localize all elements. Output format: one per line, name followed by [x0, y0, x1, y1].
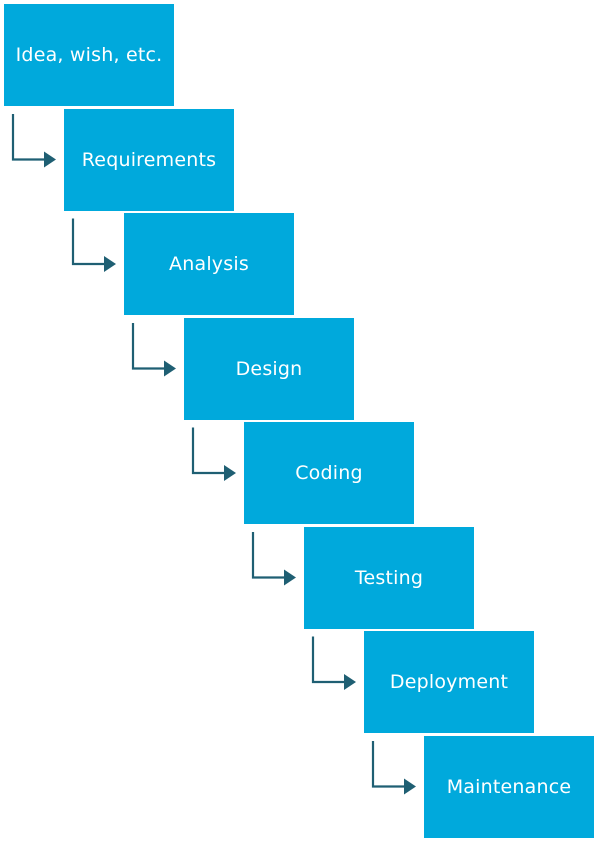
arrow-head-icon: [44, 151, 56, 168]
connector-line: [191, 427, 226, 475]
connector-line: [11, 114, 46, 161]
arrow-head-icon: [284, 569, 296, 586]
step-analysis: Analysis: [122, 211, 296, 317]
connector-line: [251, 532, 286, 579]
arrow-head-icon: [224, 465, 236, 481]
arrow-head-icon: [164, 360, 176, 377]
step-requirements: Requirements: [62, 106, 236, 213]
step-idea: Idea, wish, etc.: [2, 2, 176, 108]
step-deployment: Deployment: [362, 629, 536, 735]
step-maintenance: Maintenance: [422, 733, 596, 840]
step-design: Design: [182, 315, 356, 422]
step-testing: Testing: [302, 524, 476, 631]
step-coding: Coding: [242, 420, 416, 526]
connector-line: [311, 636, 346, 684]
arrow-head-icon: [344, 674, 356, 690]
connector-line: [371, 741, 406, 788]
connector-line: [131, 323, 166, 370]
arrow-head-icon: [404, 778, 416, 795]
arrow-head-icon: [104, 256, 116, 272]
connector-line: [71, 218, 106, 266]
